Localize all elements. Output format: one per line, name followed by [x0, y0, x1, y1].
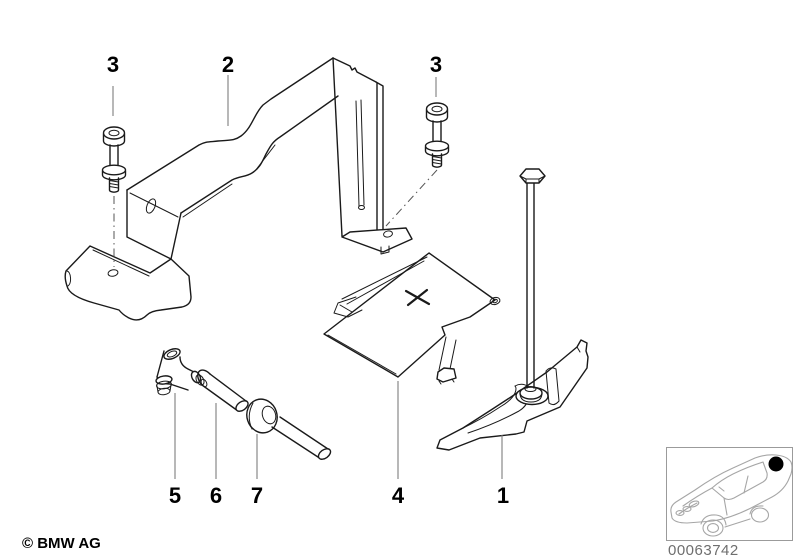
- callout-vent-hose[interactable]: 6: [210, 483, 222, 508]
- vehicle-thumbnail: [666, 447, 793, 541]
- callout-bolt-right[interactable]: 3: [430, 52, 442, 77]
- vent-elbow-drawing: [155, 348, 208, 396]
- callout-hold-down-rod[interactable]: 1: [497, 483, 509, 508]
- leader-lines: [112, 75, 503, 479]
- diagram-image-number: 00063742: [668, 542, 739, 559]
- holder-bracket-drawing: [64, 57, 413, 321]
- battery-location-dot: [768, 456, 784, 472]
- callout-vent-elbow[interactable]: 5: [169, 483, 181, 508]
- callout-bolt-left[interactable]: 3: [107, 52, 119, 77]
- bolt-right-axis-line: [385, 169, 438, 227]
- grommet-drawing: [246, 398, 278, 434]
- callout-grommet[interactable]: 7: [251, 483, 263, 508]
- callout-battery-tray[interactable]: 4: [392, 483, 405, 508]
- bolt-left-drawing: [101, 126, 127, 193]
- copyright-notice: © BMW AG: [22, 535, 101, 552]
- battery-tray-drawing: [323, 252, 501, 385]
- callout-bracket[interactable]: 2: [222, 52, 234, 77]
- bolt-right-drawing: [424, 102, 450, 168]
- hold-down-rod-drawing: [436, 168, 589, 451]
- hose-section-drawing: [271, 416, 332, 460]
- vent-hose-drawing: [197, 369, 249, 412]
- bmw-sedan-silhouette-icon: [670, 454, 792, 537]
